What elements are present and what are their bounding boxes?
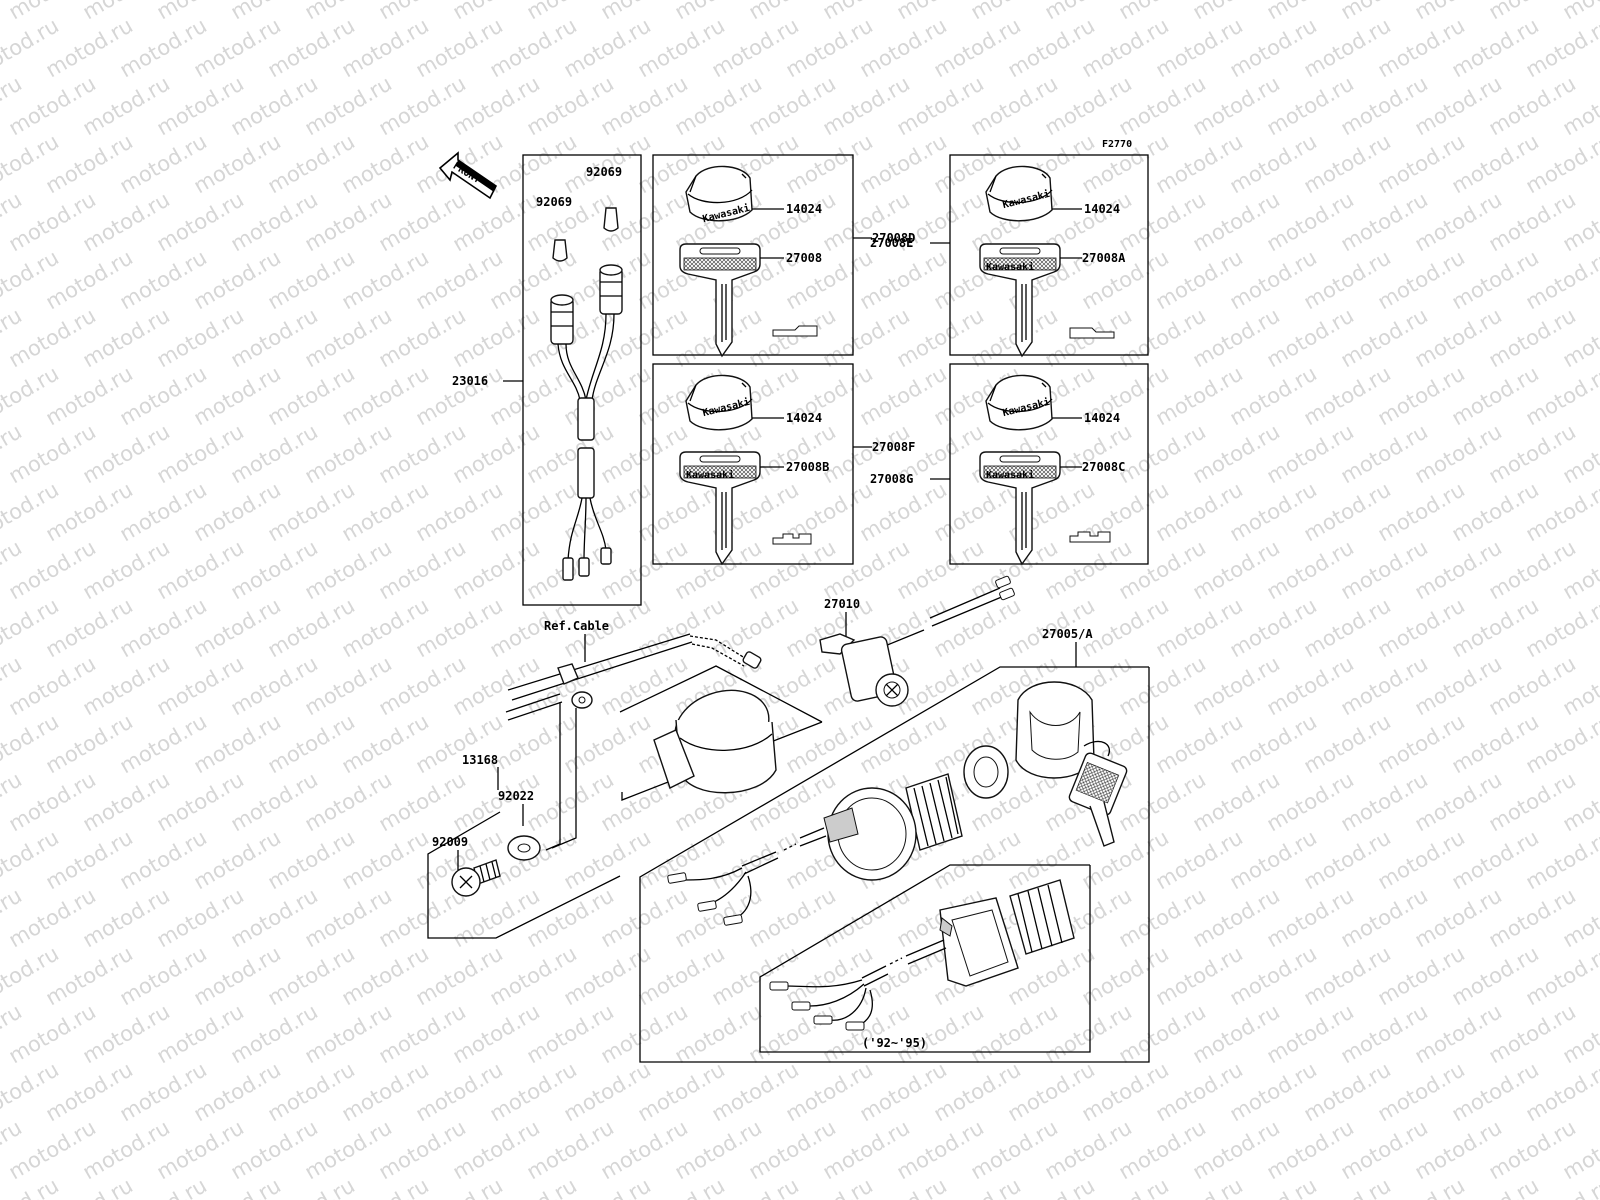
key-cut-profile-icon [1069, 531, 1111, 543]
label-14024-e: 14024 [1084, 202, 1120, 216]
label-23016: 23016 [452, 374, 488, 388]
label-27008B: 27008B [786, 460, 829, 474]
ignition-assembly-box [639, 666, 1150, 1063]
figure-code: F2770 [1102, 139, 1132, 150]
label-27008: 27008 [786, 251, 822, 265]
key-brand: Kawasaki [986, 469, 1034, 481]
ignition-variant-drawing [769, 879, 1075, 1031]
screw-icon [451, 859, 501, 897]
label-13168: 13168 [462, 753, 498, 767]
label-27005A: 27005/A [1042, 627, 1093, 641]
switch-27010-drawing [819, 575, 1015, 707]
label-14024-f: 14024 [786, 411, 822, 425]
key-set-box-e [949, 154, 1149, 356]
label-27008G: 27008G [870, 472, 913, 486]
ignition-variant-box [759, 864, 1091, 1053]
label-27008F: 27008F [872, 440, 915, 454]
bracket-group-box [427, 811, 621, 939]
key-set-box-f [652, 363, 854, 565]
key-set-box-d [652, 154, 854, 356]
ref-cable-drawing [505, 633, 762, 721]
label-27008D: 27008D [872, 231, 915, 245]
label-years: ('92~'95) [862, 1036, 927, 1050]
label-92069-right: 92069 [586, 165, 622, 179]
key-cut-profile-icon [772, 533, 812, 545]
label-27008A: 27008A [1082, 251, 1126, 265]
label-27008E: 27008E [870, 236, 913, 250]
label-27008C: 27008C [1082, 460, 1125, 474]
label-92009: 92009 [432, 835, 468, 849]
switch-body-drawing [653, 689, 777, 794]
harness-drawing [550, 207, 623, 581]
label-92069-left: 92069 [536, 195, 572, 209]
key-cut-profile-icon [1069, 327, 1115, 339]
label-14024-d: 14024 [786, 202, 822, 216]
key-brand: Kawasaki [986, 261, 1034, 273]
ignition-switch-drawing [667, 681, 1128, 926]
watermark-text: motod.ru [0, 1173, 63, 1200]
label-ref-cable: Ref.Cable [544, 619, 609, 633]
label-27010: 27010 [824, 597, 860, 611]
key-brand: Kawasaki [686, 469, 734, 481]
washer-icon [507, 835, 541, 861]
key-cut-profile-icon [772, 325, 818, 337]
harness-box [522, 154, 642, 606]
label-14024-g: 14024 [1084, 411, 1120, 425]
key-set-box-g [949, 363, 1149, 565]
label-92022: 92022 [498, 789, 534, 803]
